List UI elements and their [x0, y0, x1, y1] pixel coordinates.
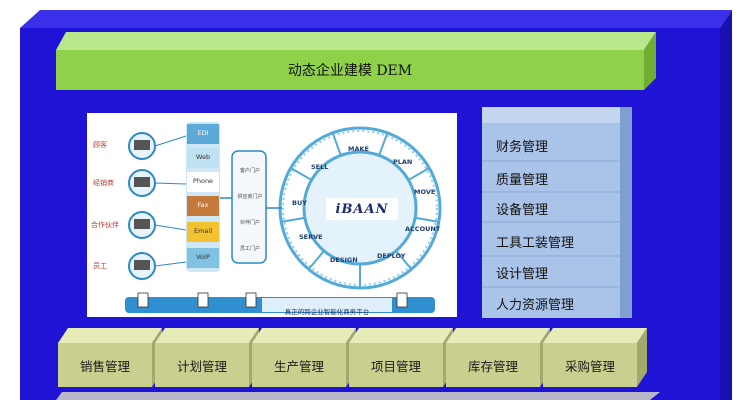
- ring-serve: SERVE: [299, 233, 323, 241]
- portal-supplier: 供应商门户: [237, 194, 263, 200]
- left-device-icons: [128, 132, 187, 280]
- portal-employee: 员工门户: [239, 246, 260, 252]
- ring-spoke: [331, 132, 342, 156]
- module-sales[interactable]: 销售管理: [79, 358, 130, 374]
- frame-top-face: [20, 10, 732, 28]
- device-icon: [128, 211, 187, 239]
- baan-logo-bg: [326, 198, 398, 220]
- device-icon: [128, 132, 187, 160]
- banner-front-face: [56, 50, 644, 90]
- channel-email: Email: [193, 227, 213, 235]
- label-distributor: 经销商: [93, 179, 114, 187]
- channel-edi: EDI: [197, 129, 209, 137]
- ring-spoke: [307, 250, 325, 270]
- ring-plan: PLAN: [393, 158, 413, 166]
- ring-sell: SELL: [311, 163, 329, 171]
- ring-design: DESIGN: [330, 256, 358, 264]
- ring-buy: BUY: [292, 199, 307, 207]
- ring-make: MAKE: [348, 145, 369, 153]
- module-purchasing[interactable]: 采购管理: [564, 358, 615, 374]
- frame-side-face: [720, 10, 732, 400]
- banner-top-face: [56, 32, 656, 50]
- ring-spoke: [407, 167, 430, 181]
- side-block-dividers: [482, 160, 620, 288]
- portal-customer: 客户门户: [239, 168, 260, 174]
- side-block-side-face: [620, 107, 632, 318]
- label-customer: 顾客: [93, 141, 107, 149]
- channel-web: Web: [195, 153, 211, 161]
- ring-spoke: [395, 250, 413, 270]
- banner: 动态企业建模 DEM: [56, 50, 644, 90]
- bottom-strip: [56, 392, 660, 400]
- ring-spoke: [281, 216, 306, 223]
- module-project[interactable]: 项目管理: [370, 358, 421, 374]
- ring-spoke: [414, 216, 439, 223]
- module-equipment[interactable]: 设备管理: [496, 202, 549, 218]
- label-partner: 合作伙伴: [91, 221, 119, 229]
- module-inventory[interactable]: 库存管理: [467, 358, 518, 374]
- device-icon: [128, 169, 187, 197]
- baan-logo-text: iBAAN: [335, 201, 389, 217]
- module-tooling[interactable]: 工具工装管理: [496, 235, 575, 251]
- ring-deploy: DEPLOY: [377, 252, 406, 260]
- ring-spoke: [378, 132, 389, 156]
- banner-side-face: [644, 32, 656, 90]
- channel-fax: Fax: [197, 201, 209, 209]
- side-block-front: [482, 123, 620, 318]
- ring-move: MOVE: [414, 188, 436, 196]
- channel-phone: Phone: [192, 177, 214, 185]
- module-hr[interactable]: 人力资源管理: [496, 297, 575, 313]
- process-ring: [278, 126, 442, 290]
- bottom-boxes-graphics: [58, 328, 647, 387]
- device-icon: [128, 252, 187, 280]
- module-quality[interactable]: 质量管理: [496, 172, 549, 188]
- label-employee: 员工: [93, 262, 107, 270]
- portal-partner: 伙伴门户: [239, 220, 260, 226]
- module-planning[interactable]: 计划管理: [176, 358, 227, 374]
- ring-account: ACCOUNT: [405, 225, 441, 233]
- channel-voip: VoIP: [196, 253, 210, 261]
- ring-spoke: [290, 167, 313, 181]
- baan-logo: iBAAN: [326, 198, 398, 220]
- portal-column: [231, 150, 267, 264]
- module-production[interactable]: 生产管理: [273, 358, 324, 374]
- module-finance[interactable]: 财务管理: [496, 139, 549, 155]
- platform-caption-box: 真正的跨企业智能化商务平台: [262, 299, 392, 318]
- banner-title: 动态企业建模 DEM: [287, 63, 413, 79]
- module-design[interactable]: 设计管理: [496, 266, 549, 282]
- platform-caption: 真正的跨企业智能化商务平台: [284, 308, 370, 316]
